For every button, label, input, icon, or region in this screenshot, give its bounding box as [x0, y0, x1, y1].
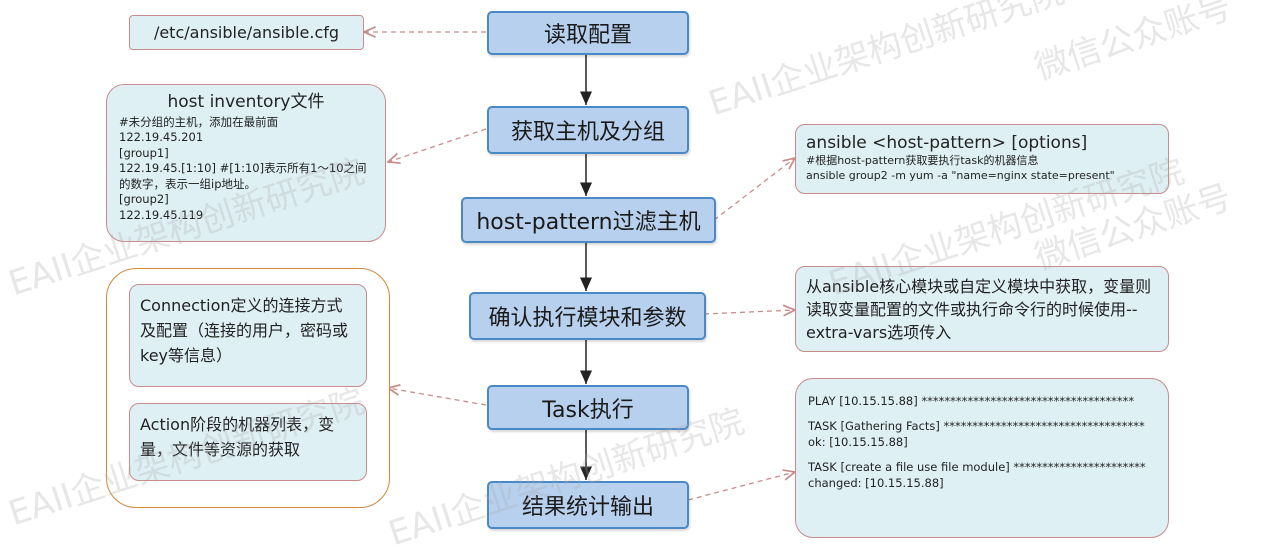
step-result-output: 结果统计输出	[487, 481, 689, 529]
note-connector	[687, 472, 795, 501]
play-line: TASK [Gathering Facts] *****************…	[808, 419, 1145, 433]
inventory-line: 122.19.45.201	[119, 130, 204, 144]
inventory-title: host inventory文件	[167, 92, 325, 112]
host-pattern-note: ansible <host-pattern> [options] #根据host…	[795, 124, 1169, 194]
note-connector	[713, 158, 795, 221]
connector-lines	[0, 0, 1280, 501]
action-note: Action阶段的机器列表，变量，文件等资源的获取	[129, 403, 367, 481]
step-host-pattern: host-pattern过滤主机	[461, 197, 716, 243]
inventory-note: host inventory文件 #未分组的主机，添加在最前面 122.19.4…	[106, 84, 386, 242]
play-line: changed: [10.15.15.88]	[808, 476, 944, 490]
play-output-note: PLAY [10.15.15.88] *********************…	[795, 378, 1169, 538]
inventory-line: 122.19.45.119	[119, 207, 204, 222]
play-line: ok: [10.15.15.88]	[808, 435, 908, 449]
connection-note: Connection定义的连接方式及配置（连接的用户，密码或key等信息）	[129, 284, 367, 387]
play-line: TASK [create a file use file module] ***…	[808, 460, 1146, 474]
host-pattern-title: ansible <host-pattern> [options]	[806, 133, 1088, 153]
host-pattern-line: #根据host-pattern获取要执行task的机器信息	[806, 154, 1039, 167]
inventory-line: #未分组的主机，添加在最前面	[119, 114, 279, 129]
step-task-exec: Task执行	[487, 385, 689, 430]
module-source-note: 从ansible核心模块或自定义模块中获取，变量则读取变量配置的文件或执行命令行…	[795, 266, 1169, 352]
host-pattern-line: ansible group2 -m yum -a "name=nginx sta…	[806, 169, 1115, 182]
step-confirm-module: 确认执行模块和参数	[469, 292, 706, 340]
inventory-line: 122.19.45.[1:10] #[1:10]表示所有1～10之间的数字，表示…	[119, 161, 367, 191]
config-path-note: /etc/ansible/ansible.cfg	[129, 15, 364, 50]
step-read-config: 读取配置	[487, 11, 689, 55]
step-get-hosts: 获取主机及分组	[487, 106, 689, 154]
note-connector	[388, 388, 487, 406]
note-connector	[388, 128, 487, 162]
inventory-line: [group2]	[119, 192, 169, 206]
play-line: PLAY [10.15.15.88] *********************…	[808, 394, 1135, 408]
note-connector	[703, 310, 795, 314]
inventory-line: [group1]	[119, 145, 169, 160]
